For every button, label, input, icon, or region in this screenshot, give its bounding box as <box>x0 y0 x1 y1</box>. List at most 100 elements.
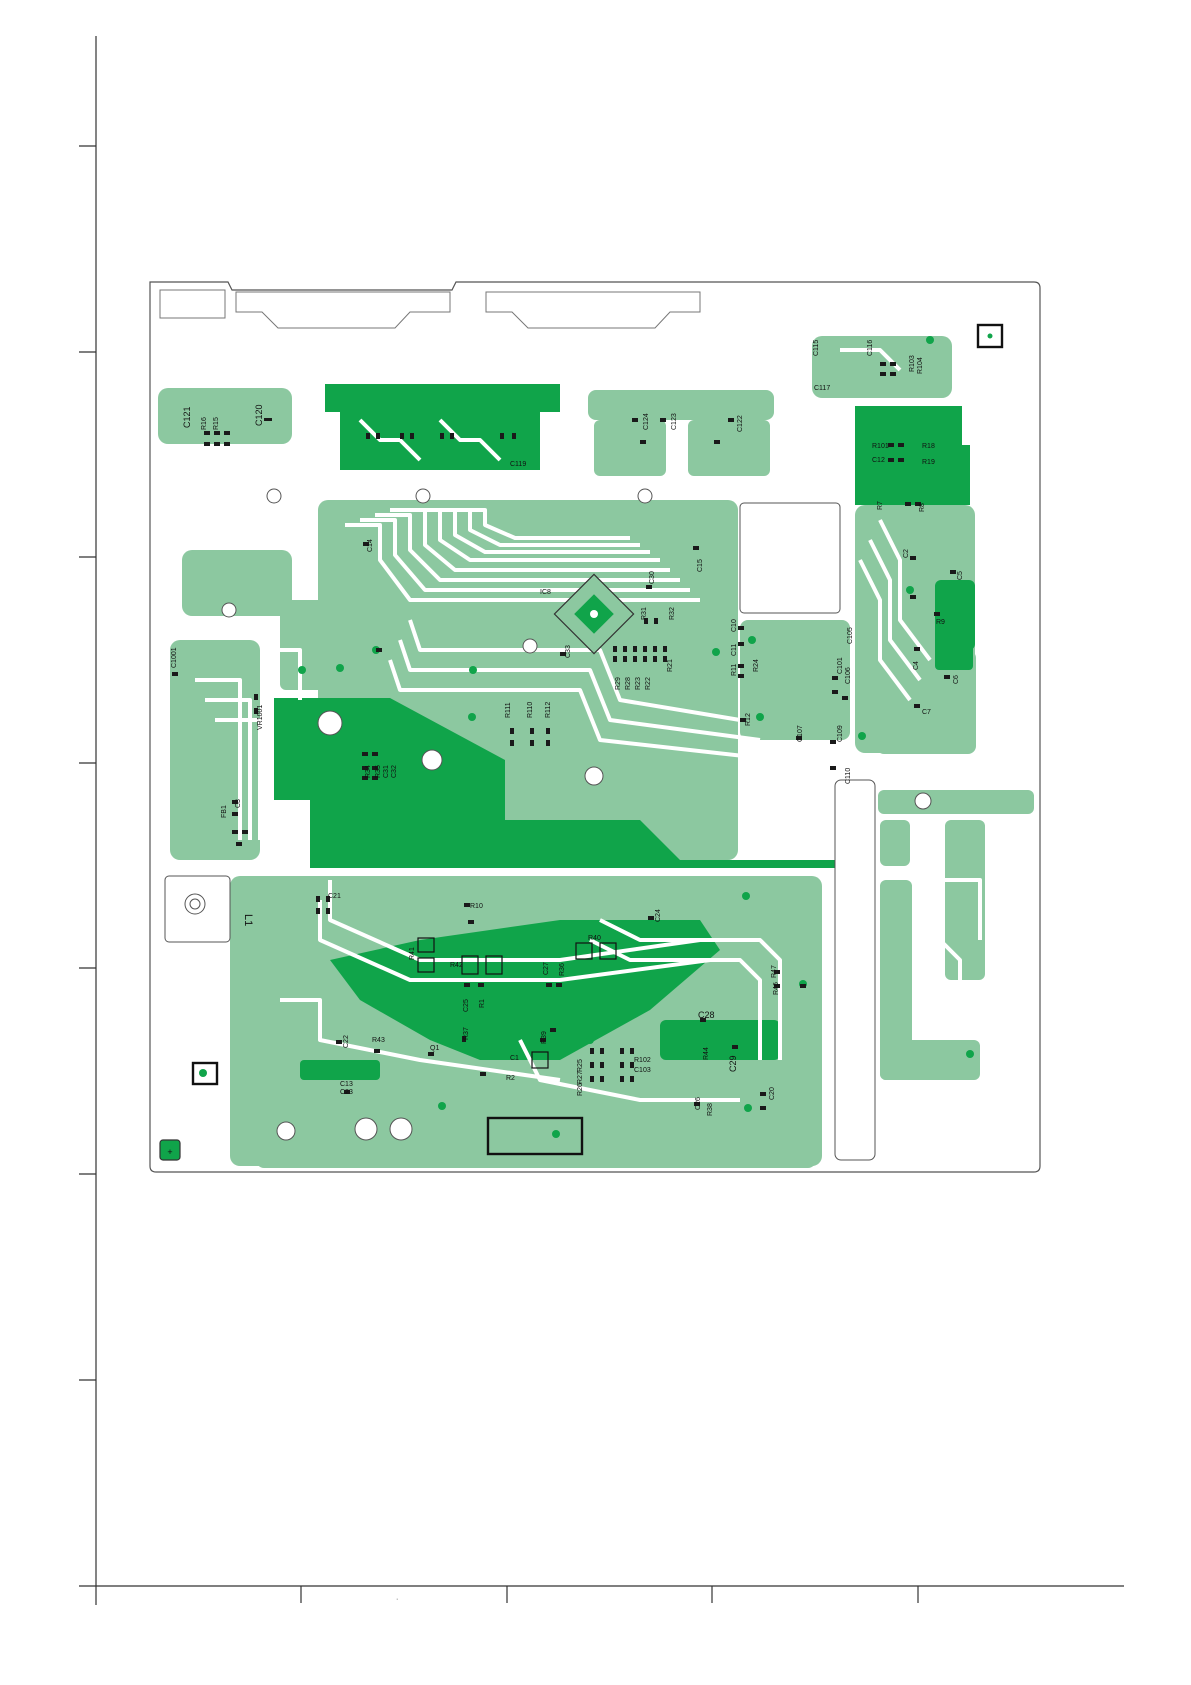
label-c122: C122 <box>737 415 744 432</box>
label-r32: R32 <box>669 607 676 620</box>
label-r40: R40 <box>588 935 601 942</box>
label-c13: C13 <box>340 1081 353 1088</box>
label-r26: R26 <box>577 1083 584 1096</box>
label-c21: C21 <box>328 893 341 900</box>
label-r15: R15 <box>213 417 220 430</box>
label-c33: C33 <box>565 645 572 658</box>
label-r101: R101 <box>872 443 889 450</box>
label-r27: R27 <box>577 1071 584 1084</box>
label-c119: C119 <box>510 461 526 468</box>
label-r39: R39 <box>541 1031 548 1044</box>
label-r24: R24 <box>753 659 760 672</box>
label-c3: C3 <box>235 799 242 808</box>
label-r104: R104 <box>917 357 924 374</box>
label-c29: C29 <box>728 1055 738 1072</box>
label-c116: C116 <box>867 340 874 356</box>
label-c24: C24 <box>655 909 662 922</box>
label-r47: R47 <box>771 965 778 978</box>
label-c1001: C1001 <box>171 647 178 668</box>
label-r7: R7 <box>877 501 884 510</box>
label-c15: C15 <box>697 559 704 572</box>
label-c7: C7 <box>922 709 931 716</box>
ic8-footprint <box>553 573 635 655</box>
label-c115: C115 <box>813 340 820 356</box>
label-r16: R16 <box>201 417 208 430</box>
label-r103: R103 <box>909 355 916 372</box>
label-r10: R10 <box>470 903 483 910</box>
label-r31: R31 <box>641 607 648 620</box>
label-c117: C117 <box>814 385 830 392</box>
label-r22: R22 <box>645 677 652 690</box>
label-c101: C101 <box>837 657 844 674</box>
label-r28: R28 <box>625 677 632 690</box>
label-r41: R41 <box>409 947 416 960</box>
label-r18: R18 <box>922 443 935 450</box>
label-c2: C2 <box>903 549 910 558</box>
label-c31: C31 <box>383 765 390 778</box>
label-c103: C103 <box>634 1067 651 1074</box>
label-c109: C109 <box>837 725 844 742</box>
label-c28: C28 <box>698 1010 715 1020</box>
label-ic8: IC8 <box>540 589 551 596</box>
label-vr1001: VR1001 <box>257 705 264 730</box>
marker-dot <box>987 333 993 339</box>
label-c32: C32 <box>391 765 398 778</box>
label-c27: C27 <box>543 962 550 975</box>
component-labels: C121 C120 C119 IC8 C1001 L1 R41 R42 R40 … <box>171 340 964 1116</box>
label-c11: C11 <box>731 644 738 656</box>
label-c120: C120 <box>254 404 264 426</box>
footer-mark: · <box>396 1596 398 1603</box>
mounting-holes <box>184 488 932 1141</box>
ground-symbol: + <box>159 1139 181 1161</box>
trace-layer <box>195 348 982 1102</box>
label-r2: R2 <box>506 1075 515 1082</box>
label-r37: R37 <box>463 1027 470 1040</box>
label-c1: C1 <box>510 1055 519 1062</box>
label-c106: C106 <box>845 667 852 684</box>
label-r35: R35 <box>375 765 382 778</box>
label-c121: C121 <box>182 406 192 428</box>
label-r34: R34 <box>365 765 372 778</box>
label-c26: C26 <box>695 1097 702 1110</box>
label-c124: C124 <box>643 413 650 430</box>
label-c30: C30 <box>649 571 656 584</box>
label-r46: R46 <box>773 982 780 995</box>
label-r8: R8 <box>919 503 926 512</box>
label-c105: C105 <box>847 627 854 644</box>
label-c25: C25 <box>463 999 470 1012</box>
page-frame <box>79 36 1124 1605</box>
board-cutouts <box>164 502 876 1161</box>
label-r111: R111 <box>505 702 512 718</box>
component-pads <box>172 362 956 1110</box>
label-r1: R1 <box>479 999 486 1008</box>
label-r112: R112 <box>545 702 552 718</box>
label-r42: R42 <box>450 962 463 969</box>
label-c20: C20 <box>769 1087 776 1100</box>
label-c6: C6 <box>953 675 960 684</box>
label-r38: R38 <box>707 1103 714 1116</box>
connector-cutouts <box>159 289 701 329</box>
label-r11: R11 <box>731 664 738 676</box>
label-c110: C110 <box>845 768 852 784</box>
svg-text:+: + <box>167 1147 172 1157</box>
label-c12: C12 <box>872 457 885 464</box>
label-r44: R44 <box>703 1047 710 1060</box>
label-r110: R110 <box>527 702 534 718</box>
label-c107: C107 <box>797 725 804 742</box>
label-c23: C23 <box>340 1089 353 1096</box>
label-r9: R9 <box>936 619 945 626</box>
label-c22: C22 <box>343 1035 350 1048</box>
footprint-outlines <box>417 937 617 1069</box>
label-fb1: FB1 <box>221 805 228 818</box>
label-l1: L1 <box>242 914 254 926</box>
highlight-boxes <box>191 323 1004 1156</box>
label-c14: C14 <box>367 539 374 552</box>
label-r43: R43 <box>372 1037 385 1044</box>
label-r29: R29 <box>615 677 622 690</box>
label-q1: Q1 <box>430 1045 439 1052</box>
marker-dot <box>201 1070 207 1076</box>
label-r19: R19 <box>922 459 935 466</box>
label-r25: R25 <box>577 1059 584 1072</box>
